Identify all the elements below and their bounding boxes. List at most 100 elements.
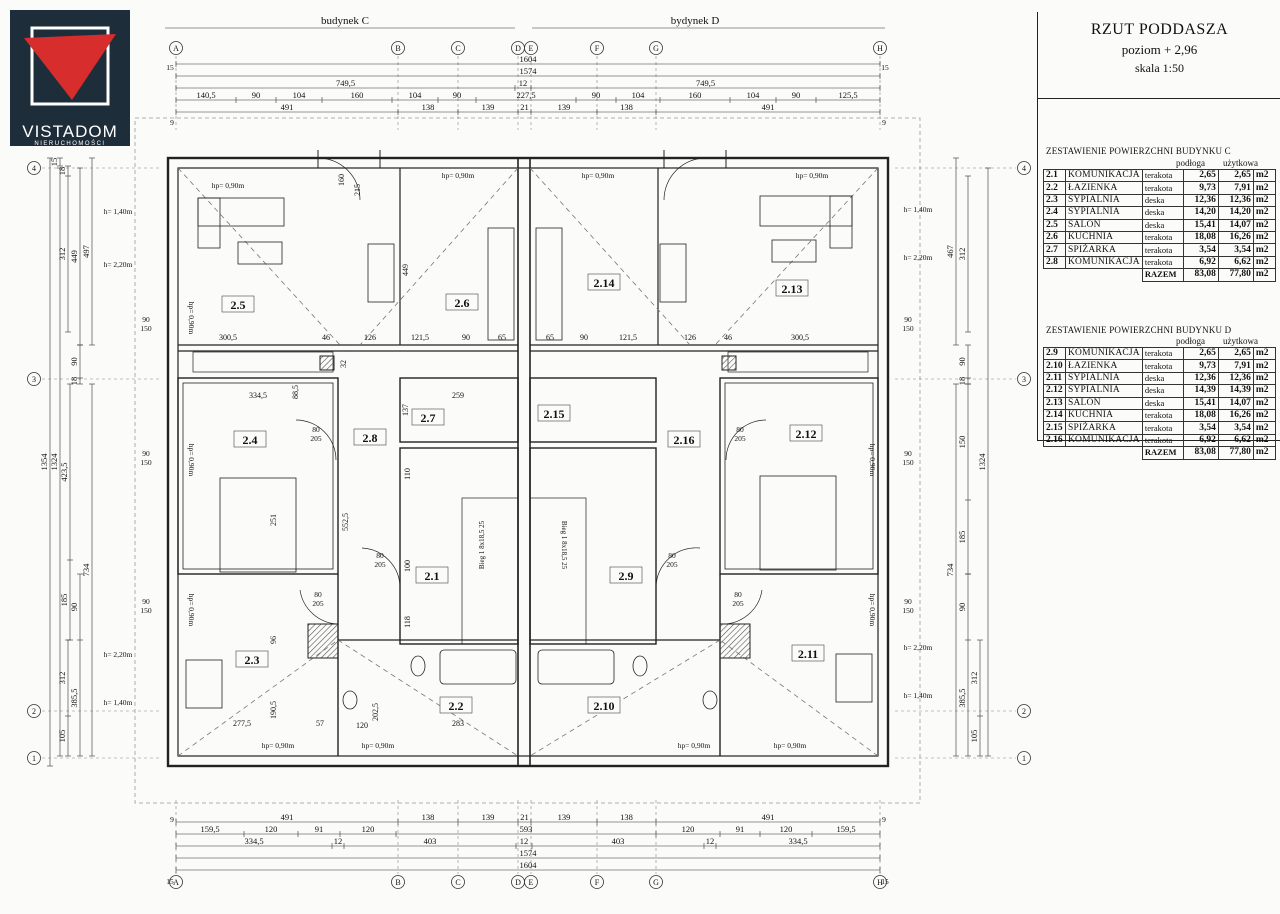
summary-c-col-floor: podłoga — [1176, 158, 1205, 168]
building-d-label: bydynek D — [671, 15, 720, 27]
axis-f-bottom-label: F — [595, 878, 600, 887]
dim-right-h-value: 312 — [969, 672, 979, 685]
interior-dim: 100 — [403, 560, 412, 572]
summary-c-cell-floor: 14,20 — [1182, 206, 1219, 220]
dim-left-d-value: 497 — [81, 245, 91, 258]
height-note-140-left: h= 1,40m — [104, 207, 133, 216]
summary-c-col-usable: użytkowa — [1223, 158, 1258, 168]
height-note-hp: hp= 0,90m — [678, 741, 711, 750]
dim-top-row5-value: 104 — [409, 90, 423, 100]
summary-c-cell-usable: 7,91 — [1217, 181, 1254, 195]
axis-h-top-label: H — [877, 44, 883, 53]
summary-d-cell-name: SYPIALNIA — [1065, 371, 1143, 386]
height-note-140-left-b: h= 1,40m — [104, 698, 133, 707]
summary-d-cell-no: 2.16 — [1043, 433, 1066, 448]
dim-bot-row2-value: 91 — [736, 824, 745, 834]
axis-h-bottom-bubble — [873, 875, 887, 889]
interior-dim: 126 — [364, 333, 376, 342]
summary-d-cell-usable: 6,62 — [1217, 433, 1254, 448]
dim-top-row5-value: 90 — [252, 90, 261, 100]
room-2.2-box — [439, 696, 473, 714]
axis-1-right-label: 1 — [1022, 754, 1026, 763]
door-width-note: 80 — [376, 551, 384, 560]
dim-right-g-value: 90 — [957, 603, 967, 612]
window-height-note: 150 — [140, 458, 152, 467]
axis-g-top-label: G — [653, 44, 659, 53]
dim-bot-row3-value: 403 — [612, 836, 625, 846]
dim-bot-row1-value: 138 — [620, 812, 633, 822]
axis-1-left-label: 1 — [32, 754, 36, 763]
axis-c-top-label: C — [455, 44, 460, 53]
summary-c-total-cell: m2 — [1252, 268, 1276, 282]
height-note-220-left-b: h= 2,20m — [104, 650, 133, 659]
dim-top-row6-value: 138 — [422, 102, 435, 112]
logo-triangle — [24, 34, 116, 100]
dim-top-row6-value: 21 — [520, 102, 529, 112]
summary-c-cell-mat: terakota — [1141, 243, 1184, 257]
plan-title: RZUT PODDASZA — [1090, 21, 1229, 38]
axis-f-top-label: F — [595, 44, 600, 53]
dim-left-j-value: 90 — [69, 603, 79, 612]
summary-d-cell-unit: m2 — [1252, 421, 1276, 435]
axis-4-right-label: 4 — [1022, 164, 1026, 173]
axis-h-top-bubble — [873, 41, 887, 55]
dim-top-row5-value: 160 — [689, 90, 702, 100]
room-2.10-label: 2.10 — [594, 699, 615, 713]
interior-dim: 277,5 — [233, 719, 251, 728]
summary-d-total-cell: 83,08 — [1182, 446, 1219, 460]
room-2.9-label: 2.9 — [619, 569, 634, 583]
dim-bot-row3-value: 12 — [334, 836, 343, 846]
summary-d-cell-mat: terakota — [1141, 408, 1184, 423]
interior-dim: 190,5 — [269, 701, 278, 719]
dim-left-k-value: 105 — [57, 730, 67, 743]
dim-right-e-value: 185 — [957, 531, 967, 544]
dim-top-15-right: 15 — [881, 63, 889, 72]
summary-c-cell-name: KUCHNIA — [1065, 230, 1143, 245]
axis-g-bottom-label: G — [653, 878, 659, 887]
summary-c-cell-mat: terakota — [1141, 168, 1184, 183]
summary-c-total-cell: 83,08 — [1182, 268, 1219, 282]
room-2.12-box — [789, 424, 823, 442]
room-2.16-box — [667, 430, 701, 448]
summary-d-cell-floor: 14,39 — [1182, 384, 1219, 398]
door-height-note: 205 — [310, 434, 322, 443]
axis-e-bottom-label: E — [529, 878, 534, 887]
summary-d-cell-floor: 9,73 — [1182, 359, 1219, 373]
axis-b-bottom-label: B — [395, 878, 400, 887]
dim-top-row4-value: 749,5 — [696, 78, 715, 88]
door-width-note: 80 — [312, 425, 320, 434]
summary-c-cell-name: ŁAZIENKA — [1065, 181, 1143, 195]
window-width-note: 90 — [142, 449, 150, 458]
interior-dim: 215 — [353, 184, 362, 196]
dim-top-9-right: 9 — [882, 118, 886, 127]
summary-d-cell-unit: m2 — [1252, 433, 1276, 448]
summary-d-total-cell — [1044, 447, 1066, 459]
dim-top-row4-value: 12 — [519, 78, 528, 88]
dim-top-row6-value: 138 — [620, 102, 633, 112]
dim-top-row5-value: 160 — [351, 90, 364, 100]
interior-dim: 57 — [316, 719, 324, 728]
axis-3-left-label: 3 — [32, 375, 36, 384]
interior-dim: 32 — [339, 360, 348, 368]
summary-d-cell-usable: 14,39 — [1217, 384, 1254, 398]
summary-c-cell-floor: 12,36 — [1182, 193, 1219, 208]
dim-top-row5-value: 227,5 — [516, 90, 535, 100]
summary-d-cell-no: 2.14 — [1043, 408, 1066, 423]
summary-d-cell-unit: m2 — [1252, 408, 1276, 423]
room-2.1-box — [415, 566, 449, 584]
room-2.3-label: 2.3 — [245, 653, 260, 667]
room-2.12-label: 2.12 — [796, 427, 817, 441]
summary-c-total-cell: 77,80 — [1217, 268, 1254, 282]
room-2.13-box — [775, 279, 809, 297]
dim-bot-row2-value: 91 — [315, 824, 324, 834]
interior-dim: 300,5 — [791, 333, 809, 342]
axis-b-top-label: B — [395, 44, 400, 53]
summary-c-total-cell: RAZEM — [1141, 268, 1184, 282]
